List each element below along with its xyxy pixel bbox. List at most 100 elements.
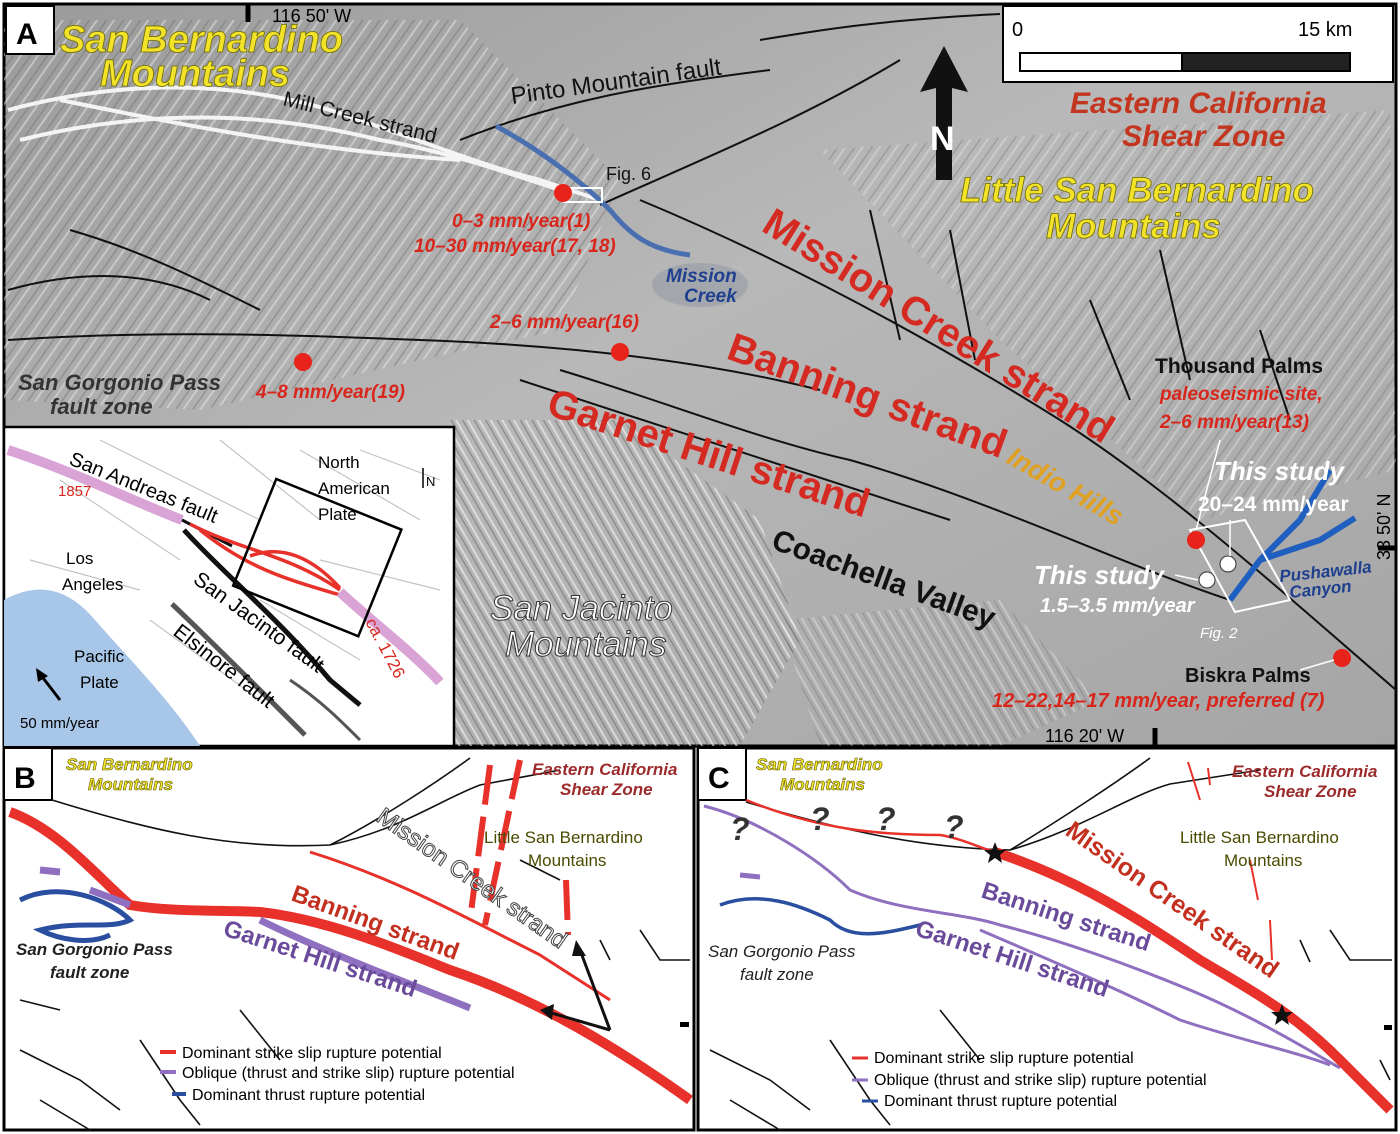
c-tick (1384, 1025, 1392, 1030)
b-label-sb-1: San Bernardino (66, 755, 193, 774)
site-this-study-2 (1198, 571, 1216, 589)
inset-label-pacific-1: Pacific (74, 647, 125, 666)
inset-1857-rupture (6, 445, 184, 525)
panel-c-letter: C (708, 762, 730, 795)
inset-label-na-2: American (318, 479, 390, 498)
panel-b-letter: B (14, 762, 36, 795)
label-little-sb-2: Mountains (1046, 207, 1221, 246)
inset-label-pacific-2: Plate (80, 673, 119, 692)
site-mill-creek (554, 184, 572, 202)
terrain-little-sb (820, 110, 1396, 520)
panel-b: B San Bernardino Mountains Eastern Calif… (2, 746, 696, 1132)
b-legend-label-2: Oblique (thrust and strike slip) rupture… (182, 1065, 515, 1082)
inset-label-la-2: Angeles (62, 575, 123, 594)
north-arrow (920, 46, 968, 180)
c-label-lsb-2: Mountains (1224, 851, 1302, 870)
label-san-bernardino-1: San Bernardino (60, 19, 343, 61)
site-biskra (1333, 649, 1351, 667)
inset-red-strands (189, 522, 342, 597)
c-label-ecsz-2: Shear Zone (1264, 782, 1357, 801)
panel-a-letter-box (5, 5, 55, 55)
c-banning-purple (703, 804, 1341, 1070)
panel-c-letter-box (697, 747, 747, 801)
inset-label-la-1: Los (66, 549, 93, 568)
inset-elsinore-fault (170, 602, 307, 737)
label-mission-creek-water-2: Creek (684, 286, 738, 307)
c-star-2 (1271, 1004, 1293, 1025)
black-faults (7, 13, 1397, 691)
inset-san-jacinto-fault (182, 528, 362, 707)
panel-b-letter-box (3, 747, 53, 801)
label-eastern-ca-2: Shear Zone (1122, 120, 1285, 153)
label-rate-0-3: 0–3 mm/year(1) (452, 211, 590, 232)
c-ecsz-red (1187, 761, 1273, 961)
inset-study-box (231, 477, 404, 638)
scale-zero: 0 (1012, 19, 1023, 41)
label-fig6: Fig. 6 (606, 164, 651, 184)
c-oblique-small (739, 872, 761, 880)
b-legend: Dominant strike slip rupture potential O… (160, 1045, 515, 1104)
fig2-box (1188, 518, 1292, 614)
site-this-study-1 (1219, 555, 1237, 573)
inset-fault-c (289, 678, 362, 742)
lat-label: 33 50' N (1374, 494, 1394, 560)
c-label-sb-1: San Bernardino (756, 755, 883, 774)
inset-pacific (4, 589, 200, 746)
c-legend-label-1: Dominant strike slip rupture potential (874, 1050, 1134, 1067)
panel-b-frame (2, 746, 696, 1132)
c-garnet-purple (979, 928, 1331, 1067)
mission-creek-wash (652, 263, 748, 307)
b-garnet-purple (258, 916, 472, 1012)
c-thrust (719, 897, 921, 936)
label-paleo-2: 2–6 mm/year(13) (1159, 412, 1309, 433)
b-arrow-2 (578, 949, 612, 1031)
label-san-bernardino-2: Mountains (100, 53, 290, 95)
c-question-3: ? (876, 801, 896, 837)
terrain-san-jacinto (450, 420, 800, 746)
pointer-lines (1174, 439, 1335, 671)
b-label-sgp-2: fault zone (50, 963, 129, 982)
lon-bottom-label: 116 20' W (1045, 726, 1124, 746)
inset-plate-arrowhead (36, 668, 48, 682)
north-arrow-label: N (930, 120, 955, 158)
b-arrow-1 (547, 1010, 611, 1032)
scale-end: 15 km (1298, 19, 1352, 41)
panel-a: 0 15 km A 116 50' W 116 20' W 33 50' N N (2, 2, 1398, 748)
b-label-sgp-1: San Gorgonio Pass (16, 940, 173, 959)
b-black-faults (19, 757, 690, 1131)
inset-label-velocity: 50 mm/year (20, 715, 99, 732)
label-rate-4-8: 4–8 mm/year(19) (255, 382, 405, 403)
panel-a-letter: A (16, 18, 38, 51)
b-label-lsb-2: Mountains (528, 851, 606, 870)
b-mission-thin (309, 850, 611, 1002)
label-eastern-ca-1: Eastern California (1070, 87, 1327, 120)
c-label-sb-2: Mountains (780, 775, 865, 794)
label-this-study-1: This study (1214, 456, 1346, 486)
label-rate-2-6-16: 2–6 mm/year(16) (489, 312, 639, 333)
label-rate-1-5: 1.5–3.5 mm/year (1040, 595, 1196, 617)
site-banning (611, 343, 629, 361)
c-red-thin (745, 798, 996, 854)
b-label-ecsz-1: Eastern California (532, 760, 678, 779)
b-arrowhead-2 (572, 940, 586, 956)
label-san-gorgonio-2: fault zone (50, 394, 153, 419)
scale-bar-white (1019, 52, 1183, 72)
b-thrust (18, 889, 135, 943)
b-arrowhead-1 (540, 1004, 554, 1020)
inset-label-1857: 1857 (58, 483, 91, 500)
inset-label-na-1: North (318, 453, 360, 472)
label-paleo-1: paleoseismic site, (1159, 384, 1323, 405)
b-label-sb-2: Mountains (88, 775, 173, 794)
b-legend-label-3: Dominant thrust rupture potential (192, 1087, 425, 1104)
label-mission-creek-water-1: Mission (666, 266, 737, 287)
pushawalla-channel (1227, 468, 1357, 602)
label-little-sb-1: Little San Bernardino (960, 171, 1314, 210)
label-thousand-palms: Thousand Palms (1155, 355, 1323, 378)
label-fig2: Fig. 2 (1200, 625, 1238, 642)
label-san-jacinto-mtns-2: Mountains (505, 625, 666, 664)
site-san-gorgonio (294, 353, 312, 371)
c-label-ecsz-1: Eastern California (1232, 762, 1378, 781)
inset-label-na-3: Plate (318, 505, 357, 524)
